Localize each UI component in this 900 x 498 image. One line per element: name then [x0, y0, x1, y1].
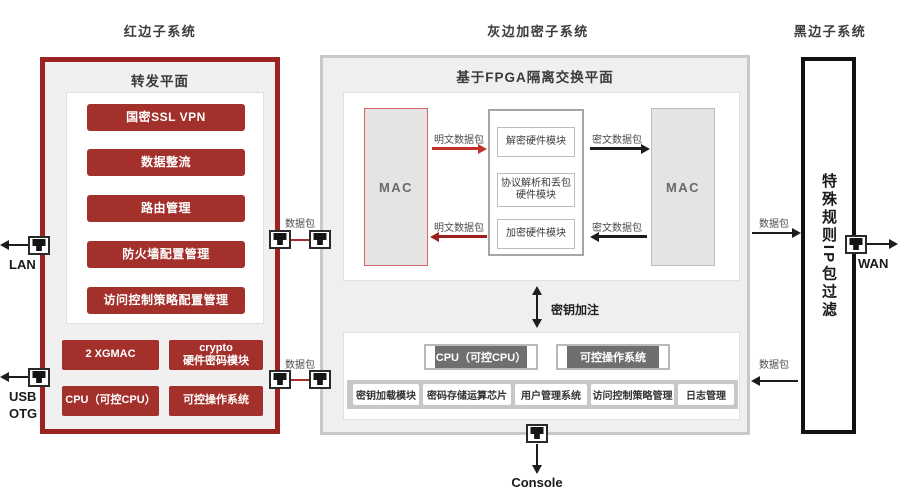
- red-subsystem-title: 红边子系统: [123, 24, 197, 39]
- gray-subsystem-box: 基于FPGA隔离交换平面 MAC 解密硬件模块 协议解析和丢包 硬件模块 加密硬…: [320, 55, 750, 435]
- red-subsystem-box: 转发平面 国密SSL VPN 数据整流 路由管理 防火墙配置管理 访问控制策略配…: [40, 57, 280, 434]
- gray-box-port-bottom-icon: [309, 370, 331, 389]
- mac-right: MAC: [651, 108, 715, 266]
- lan-port-icon: [28, 236, 50, 255]
- ciphertext-arrow-bottom: [599, 235, 647, 238]
- wan-arrowhead: [889, 239, 898, 249]
- module-routing: 路由管理: [87, 195, 245, 222]
- encrypt-hw-module: 加密硬件模块: [497, 219, 575, 249]
- wan-port-icon: [845, 235, 867, 254]
- packet-arrow-black-bottom: [760, 380, 798, 382]
- decrypt-hw-module: 解密硬件模块: [497, 127, 575, 157]
- plaintext-label-top: 明文数据包: [434, 135, 484, 146]
- packet-label-black-top: 数据包: [759, 219, 789, 230]
- packet-link-red-top: [280, 239, 320, 241]
- packet-label-red-top: 数据包: [285, 219, 315, 230]
- key-injection-arrowhead-down: [532, 319, 542, 328]
- usb-otg-arrow: [7, 376, 29, 378]
- console-arrowhead: [532, 465, 542, 474]
- mgmt-log: 日志管理: [678, 384, 734, 405]
- fpga-plane-title: 基于FPGA隔离交换平面: [456, 70, 614, 85]
- ip-filter-label: 特殊规则IP包过滤: [820, 172, 837, 319]
- wan-label: WAN: [858, 256, 889, 271]
- crypto-hw-container: 解密硬件模块 协议解析和丢包 硬件模块 加密硬件模块: [488, 109, 584, 256]
- gray-box-port-top-icon: [309, 230, 331, 249]
- mgmt-crypto-chip: 密码存储运算芯片: [423, 384, 511, 405]
- module-sslvpn: 国密SSL VPN: [87, 104, 245, 131]
- lan-arrowhead: [0, 240, 9, 250]
- fpga-exchange-panel: MAC 解密硬件模块 协议解析和丢包 硬件模块 加密硬件模块 MAC 明文数据包…: [343, 92, 740, 281]
- red-box-port-top-icon: [269, 230, 291, 249]
- protocol-parse-module: 协议解析和丢包 硬件模块: [497, 173, 575, 207]
- ciphertext-label-top: 密文数据包: [592, 135, 642, 146]
- hw-os: 可控操作系统: [169, 386, 263, 416]
- usb-otg-arrowhead: [0, 372, 9, 382]
- mgmt-user-system: 用户管理系统: [515, 384, 587, 405]
- plaintext-arrow-bottom: [439, 235, 487, 238]
- console-arrow: [536, 444, 538, 466]
- module-acl: 访问控制策略配置管理: [87, 287, 245, 314]
- chip-os-label: 可控操作系统: [567, 346, 659, 368]
- wan-arrow: [867, 243, 890, 245]
- lan-label: LAN: [9, 257, 36, 272]
- forwarding-plane-title: 转发平面: [131, 74, 189, 89]
- chip-cpu-label: CPU（可控CPU）: [435, 346, 527, 368]
- plaintext-label-bottom: 明文数据包: [434, 223, 484, 234]
- ciphertext-arrow-top: [590, 147, 642, 150]
- usb-otg-port-icon: [28, 368, 50, 387]
- plaintext-arrowhead-bottom: [430, 232, 439, 242]
- packet-label-black-bottom: 数据包: [759, 360, 789, 371]
- key-injection-arrowhead-up: [532, 286, 542, 295]
- chip-os: 可控操作系统: [556, 344, 670, 370]
- ciphertext-arrowhead-bottom: [590, 232, 599, 242]
- packet-arrowhead-black-top: [792, 228, 801, 238]
- console-label: Console: [511, 475, 563, 490]
- mac-left: MAC: [364, 108, 428, 266]
- lan-arrow: [7, 244, 29, 246]
- black-subsystem-title: 黑边子系统: [793, 24, 867, 39]
- packet-link-red-bottom: [280, 379, 320, 381]
- packet-arrowhead-black-bottom: [751, 376, 760, 386]
- module-rectify: 数据整流: [87, 149, 245, 176]
- hw-xgmac: 2 XGMAC: [62, 340, 159, 370]
- module-firewall: 防火墙配置管理: [87, 241, 245, 268]
- console-port-icon: [526, 424, 548, 443]
- plaintext-arrowhead-top: [478, 144, 487, 154]
- usb-otg-label: USB OTG: [9, 389, 38, 421]
- forwarding-plane-panel: 国密SSL VPN 数据整流 路由管理 防火墙配置管理 访问控制策略配置管理: [66, 92, 264, 324]
- mgmt-key-load: 密钥加载模块: [353, 384, 419, 405]
- key-injection-label: 密钥加注: [551, 303, 600, 317]
- packet-label-red-bottom: 数据包: [285, 360, 315, 371]
- key-injection-arrow: [536, 294, 538, 320]
- ciphertext-arrowhead-top: [641, 144, 650, 154]
- red-box-port-bottom-icon: [269, 370, 291, 389]
- chip-cpu: CPU（可控CPU）: [424, 344, 538, 370]
- mgmt-acl: 访问控制策略管理: [591, 384, 674, 405]
- hw-cpu: CPU（可控CPU）: [62, 386, 159, 416]
- ciphertext-label-bottom: 密文数据包: [592, 223, 642, 234]
- gray-subsystem-title: 灰边加密子系统: [487, 24, 589, 39]
- mgmt-strip: 密钥加载模块 密码存储运算芯片 用户管理系统 访问控制策略管理 日志管理: [347, 380, 738, 409]
- plaintext-arrow-top: [432, 147, 478, 150]
- hw-crypto: crypto 硬件密码模块: [169, 340, 263, 370]
- control-panel: CPU（可控CPU） 可控操作系统 密钥加载模块 密码存储运算芯片 用户管理系统…: [343, 332, 740, 420]
- packet-arrow-black-top: [752, 232, 793, 234]
